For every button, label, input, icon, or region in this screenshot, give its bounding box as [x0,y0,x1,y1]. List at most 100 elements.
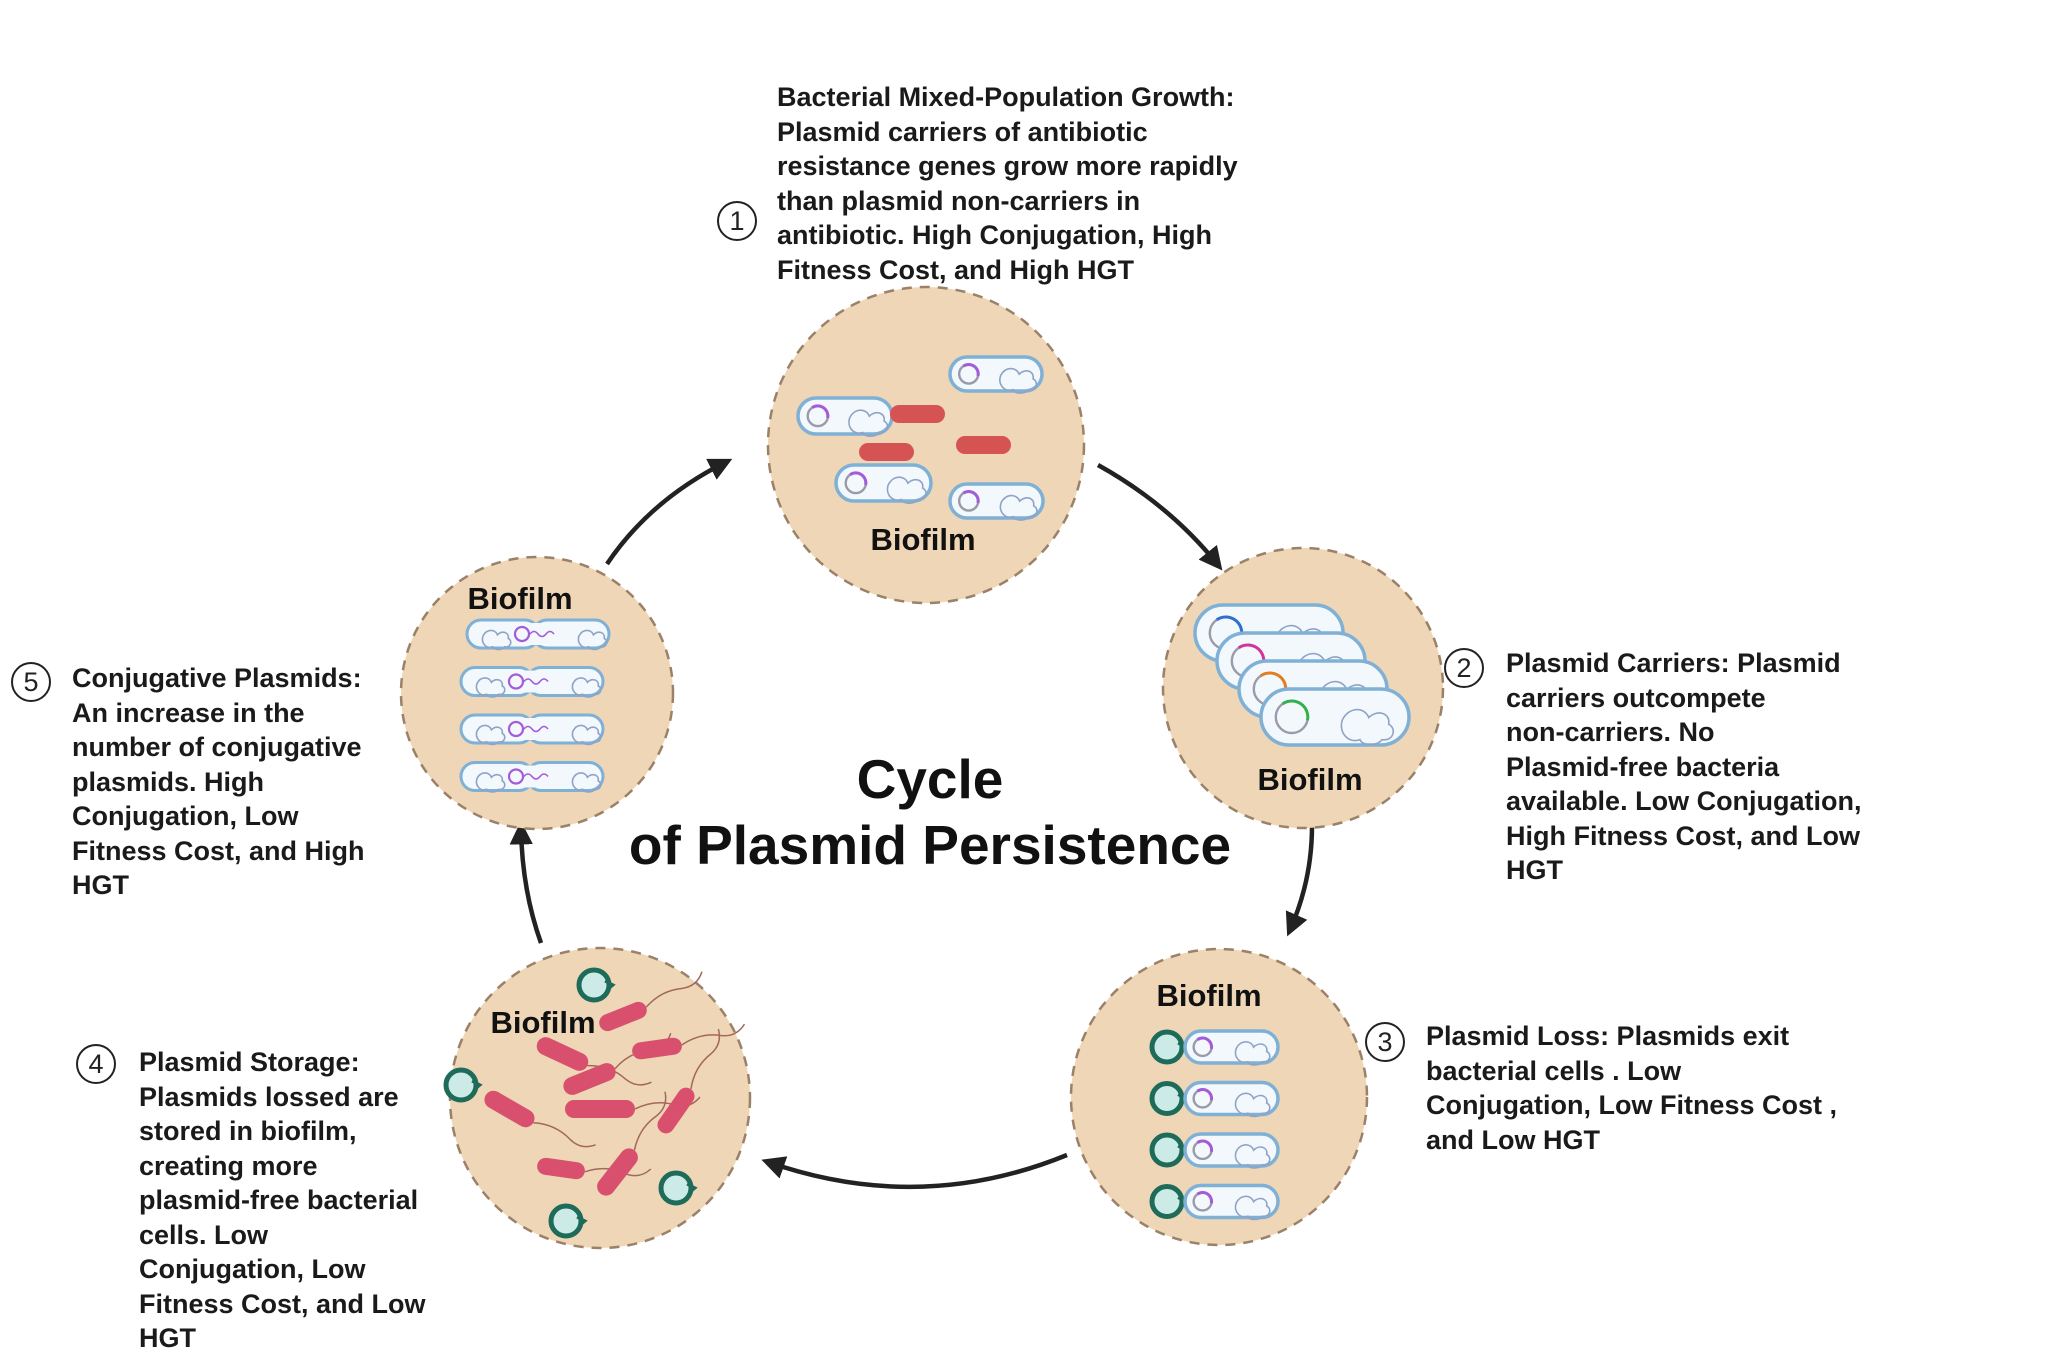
pilus-bridge [527,623,541,645]
bacterial-cell-icon [1183,1132,1280,1169]
plasmid-icon [513,625,531,643]
cell-membrane [1183,1183,1280,1220]
free-plasmid-icon [576,967,612,1003]
cell-membrane [948,355,1044,393]
biofilm-step-2 [1161,546,1445,830]
bacterial-cell-icon [948,355,1044,394]
pilus-bridge [521,718,535,740]
cell-membrane [1183,1132,1280,1168]
biofilm-step-1 [766,285,1086,605]
plasmid-free-bacterium-icon [599,1001,647,1032]
arrow-step3-to-step4 [761,1152,1068,1190]
biofilm-step-4 [443,946,752,1250]
biofilm-label-step-1: Biofilm [870,522,975,557]
free-plasmid-icon [548,1203,584,1239]
plasmid-free-bacterium-icon [890,405,945,423]
step-description-5: Conjugative Plasmids: An increase in the… [72,663,365,900]
bacterial-cell-icon [834,463,933,505]
step-number-3: 3 [1365,1022,1405,1062]
transferring-dna [529,630,555,638]
chromosome-icon [1234,1144,1271,1169]
arrow-step1-to-step2 [1096,463,1223,571]
chromosome-icon [999,494,1038,521]
plasmid-tip [471,1079,483,1092]
step-description-1: Bacterial Mixed-Population Growth: Plasm… [777,82,1238,285]
bacterial-cell-icon [1183,1029,1280,1066]
plasmid-icon [507,673,525,690]
step-description-4: Plasmid Storage: Plasmids lossed are sto… [139,1047,426,1353]
recipient-cell [531,618,611,650]
chromosome-icon [475,724,506,746]
diagram-title-line-1: Cycle [856,748,1004,810]
step-description-2: Plasmid Carriers: Plasmid carriers outco… [1506,648,1862,885]
arrow-step2-to-step3 [1285,825,1315,937]
plasmid-icon [507,720,525,738]
free-plasmid-icon [1149,1081,1185,1116]
plasmid-icon [507,768,525,785]
chromosome-icon [1234,1195,1271,1221]
bacterial-cell-icon [1183,1183,1280,1221]
conjugating-cells-icon [459,713,605,746]
free-plasmid-icon [443,1067,479,1103]
cell-membrane [1183,1080,1280,1117]
plasmid-gene-arc [849,471,868,486]
flagellum [645,971,703,1008]
plasmid-free-bacterium-icon [657,1087,695,1134]
plasmid-free-bacterium-icon [859,443,914,461]
chromosome-icon [1340,708,1395,746]
plasmid-free-bacterium-icon [597,1148,638,1196]
plasmid-gene-arc [962,363,980,377]
cell-membrane [796,396,894,436]
biofilm-label-step-5: Biofilm [467,581,572,616]
plasmid-gene-arc [811,404,830,419]
chromosome-icon [481,629,512,651]
cell-membrane [834,463,933,503]
bacterial-cell-icon [948,482,1045,521]
free-plasmid-icon [658,1170,694,1206]
transferring-dna [523,773,549,780]
diagram-title-line-2: of Plasmid Persistence [628,814,1232,876]
flagellum [681,1023,746,1046]
transferring-dna [523,678,549,685]
chromosome-icon [571,772,602,793]
step-description-3: Plasmid Loss: Plasmids exit bacterial ce… [1426,1021,1837,1155]
biofilm-label-step-3: Biofilm [1156,978,1261,1013]
bacterial-cell-icon [1259,687,1411,747]
chromosome-icon [848,409,889,438]
conjugating-cells-icon [459,666,605,698]
chromosome-icon [886,476,927,505]
step-number-4: 4 [76,1044,116,1084]
plasmid-gene-arc [1281,699,1310,721]
biofilm-step-3 [1069,947,1369,1247]
chromosome-icon [571,677,602,698]
plasmid-gene-arc [1196,1036,1214,1050]
arrow-step4-to-step5 [509,820,544,944]
bacterial-cell-icon [796,396,894,438]
chromosome-icon [475,677,506,698]
flagellum [633,1091,667,1151]
free-plasmid-icon [1149,1029,1185,1065]
biofilm-step-5 [399,555,675,831]
chromosome-icon [475,772,506,793]
plasmid-gene-arc [962,490,980,504]
chromosome-icon [577,629,608,651]
recipient-cell [525,666,605,697]
plasmid-free-bacterium-icon [536,1037,589,1071]
chromosome-icon [1234,1092,1271,1118]
plasmid-free-bacterium-icon [563,1063,616,1095]
plasmid-tip [686,1182,698,1195]
cell-membrane [1183,1029,1280,1065]
conjugating-cells-icon [465,618,611,651]
plasmid-tip [576,1215,588,1228]
plasmid-gene-arc [1196,1191,1214,1204]
plasmid-free-bacterium-icon [484,1090,535,1128]
plasmid-tip [604,979,616,992]
recipient-cell [525,713,605,745]
plasmid-gene-arc [1196,1088,1214,1101]
plasmid-free-bacterium-icon [632,1037,682,1060]
biofilm-label-step-4: Biofilm [490,1005,595,1040]
plasmid-free-bacterium-icon [956,436,1011,454]
flagellum [690,1028,721,1090]
step-number-2: 2 [1444,648,1484,688]
